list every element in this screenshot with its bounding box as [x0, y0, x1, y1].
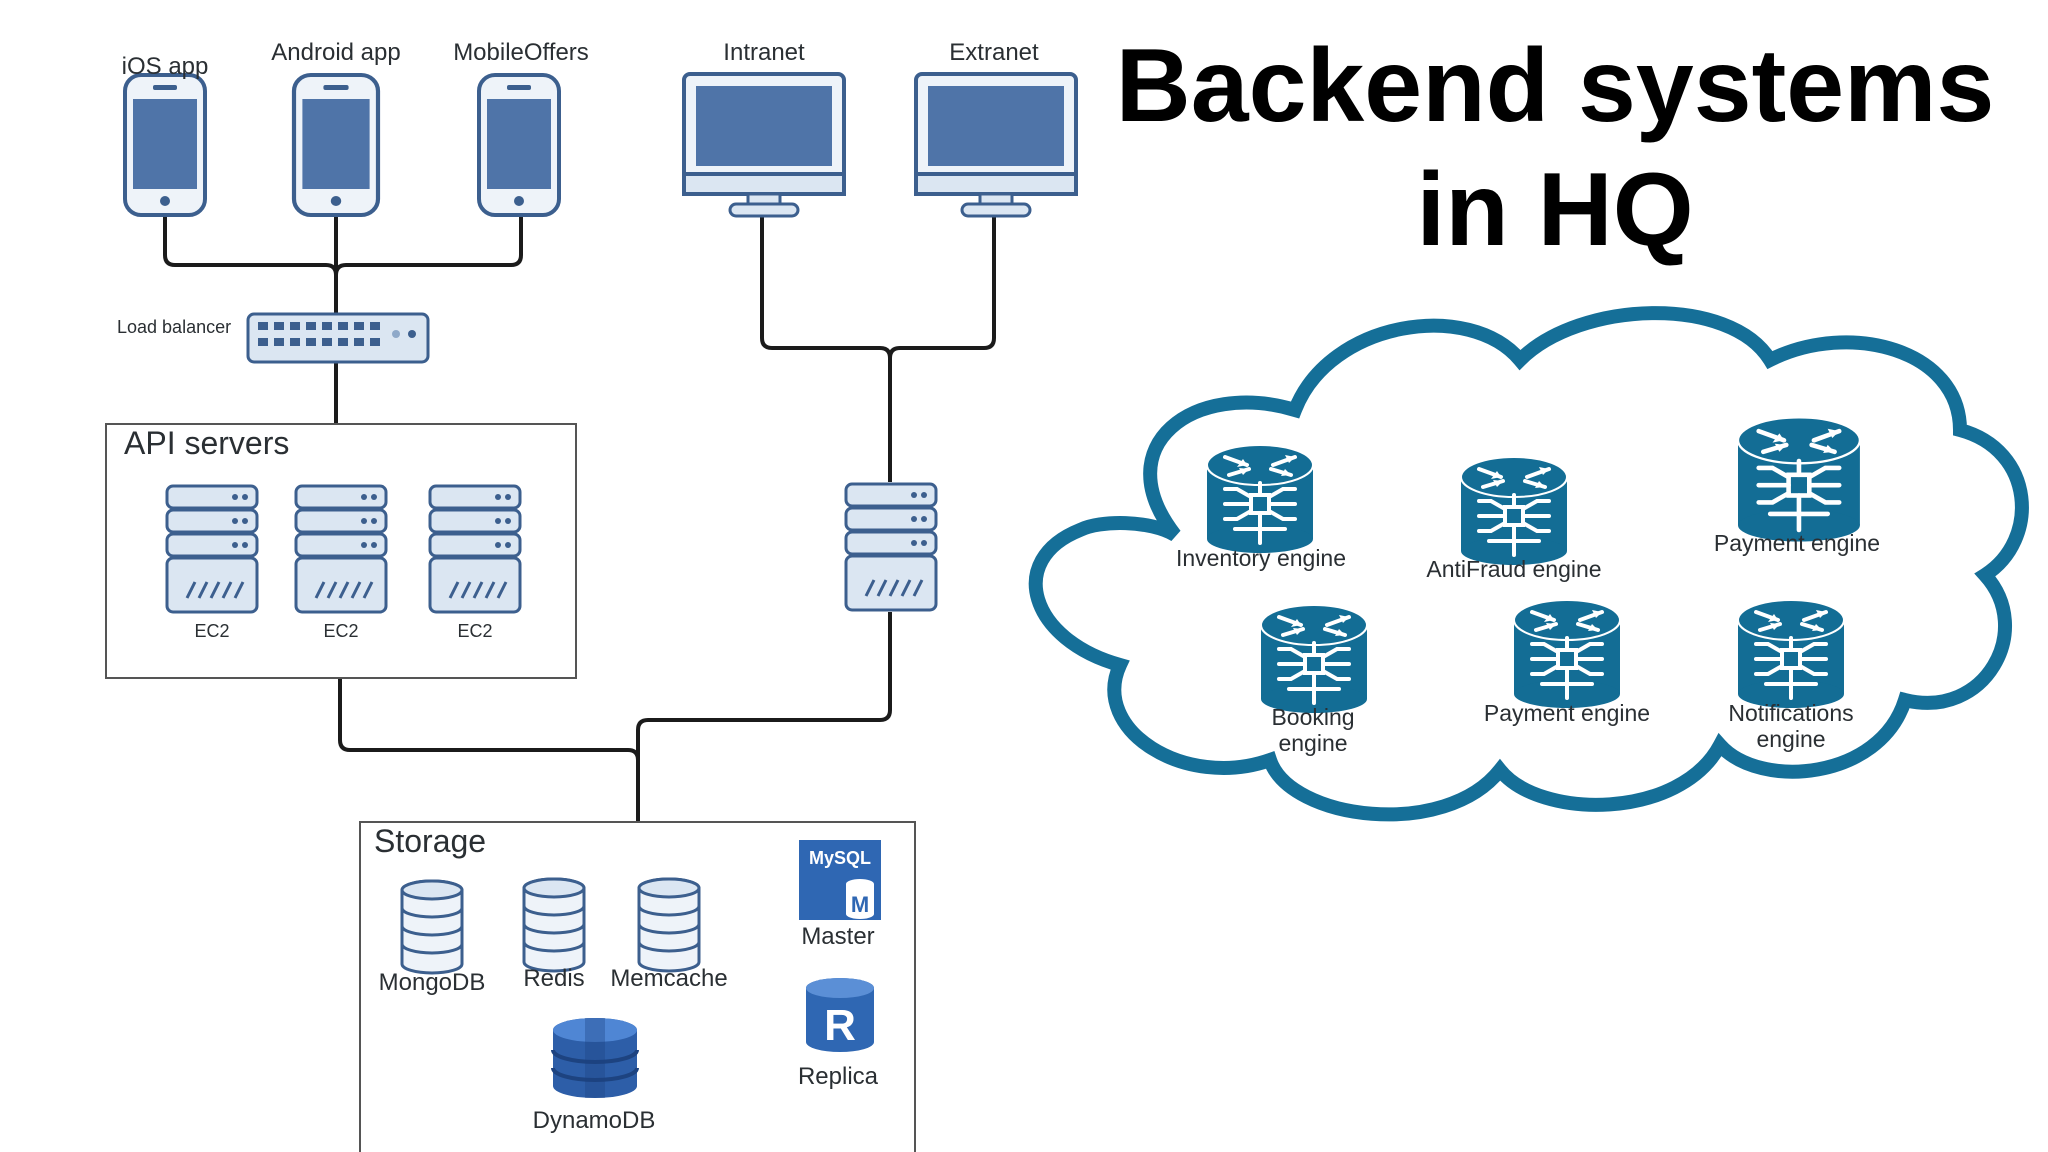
- booking-engine-label-line1: Booking: [1271, 704, 1354, 730]
- mysql-master-letter: M: [851, 892, 869, 917]
- master-label: Master: [801, 923, 874, 950]
- api-servers-title: API servers: [124, 425, 289, 461]
- notifications-engine-label-line1: Notifications: [1728, 700, 1853, 726]
- extranet-label: Extranet: [949, 39, 1039, 66]
- monitor-icon: [682, 72, 846, 218]
- mongodb-label: MongoDB: [379, 969, 486, 996]
- server-icon: [165, 484, 259, 614]
- ios-app-label: iOS app: [122, 53, 209, 80]
- storage-title: Storage: [374, 823, 486, 859]
- database-icon: [522, 877, 586, 973]
- payment-engine-icon: [1512, 598, 1622, 710]
- inventory-engine-icon: [1205, 443, 1315, 555]
- database-icon: [637, 877, 701, 973]
- ec2-label: EC2: [457, 621, 492, 641]
- page-title-line2: in HQ: [1416, 152, 1694, 268]
- inventory-engine-label: Inventory engine: [1176, 545, 1346, 571]
- intranet-device: [682, 72, 846, 218]
- server-icon: [844, 482, 938, 612]
- connection-wires: [163, 215, 996, 822]
- redis-label: Redis: [523, 965, 584, 992]
- replica-letter: R: [824, 1001, 856, 1050]
- intranet-server: [844, 482, 938, 612]
- mobileoffers-device: [477, 73, 561, 217]
- monitor-icon: [914, 72, 1078, 218]
- memcache-label: Memcache: [610, 965, 727, 992]
- payment-engine-icon: [1738, 417, 1860, 541]
- ios-device: [123, 73, 207, 217]
- booking-engine-label-line2: engine: [1278, 730, 1347, 756]
- ec2-label: EC2: [323, 621, 358, 641]
- phone-icon: [123, 73, 207, 217]
- mysql-master-icon: MySQL M: [799, 840, 881, 920]
- notifications-engine-icon: [1736, 598, 1846, 710]
- payment-engine-top-label: Payment engine: [1714, 530, 1880, 556]
- storage-box: [359, 821, 916, 1152]
- notifications-engine-label-line2: engine: [1756, 726, 1825, 752]
- intranet-label: Intranet: [723, 39, 805, 66]
- antifraud-engine-icon: [1459, 455, 1569, 567]
- dynamodb-label: DynamoDB: [533, 1107, 656, 1134]
- antifraud-engine-label: AntiFraud engine: [1426, 556, 1601, 582]
- replica-icon: R: [806, 978, 874, 1052]
- android-app-label: Android app: [271, 39, 400, 66]
- replica-label: Replica: [798, 1063, 879, 1090]
- ec2-label: EC2: [194, 621, 229, 641]
- page-title-line1: Backend systems: [1115, 28, 1995, 144]
- payment-engine-bottom-label: Payment engine: [1484, 700, 1650, 726]
- dynamodb-icon: [551, 1018, 639, 1098]
- load-balancer-label: Load balancer: [117, 317, 231, 337]
- booking-engine-icon: [1259, 603, 1369, 715]
- api-servers-group: API servers EC2 EC2 EC2: [105, 423, 577, 679]
- mobileoffers-label: MobileOffers: [453, 39, 589, 66]
- load-balancer: [246, 312, 430, 364]
- extranet-device: [914, 72, 1078, 218]
- phone-icon: [477, 73, 561, 217]
- phone-icon: [294, 75, 378, 215]
- server-icon: [428, 484, 522, 614]
- database-icon: [400, 879, 464, 975]
- engines-cloud: Inventory engine AntiFraud engine Paymen…: [1028, 306, 2029, 822]
- server-icon: [294, 484, 388, 614]
- storage-group: Storage MongoDB Redis Memcache DynamoDB …: [359, 821, 916, 1152]
- mysql-badge: MySQL: [809, 848, 871, 868]
- android-device: [294, 75, 378, 215]
